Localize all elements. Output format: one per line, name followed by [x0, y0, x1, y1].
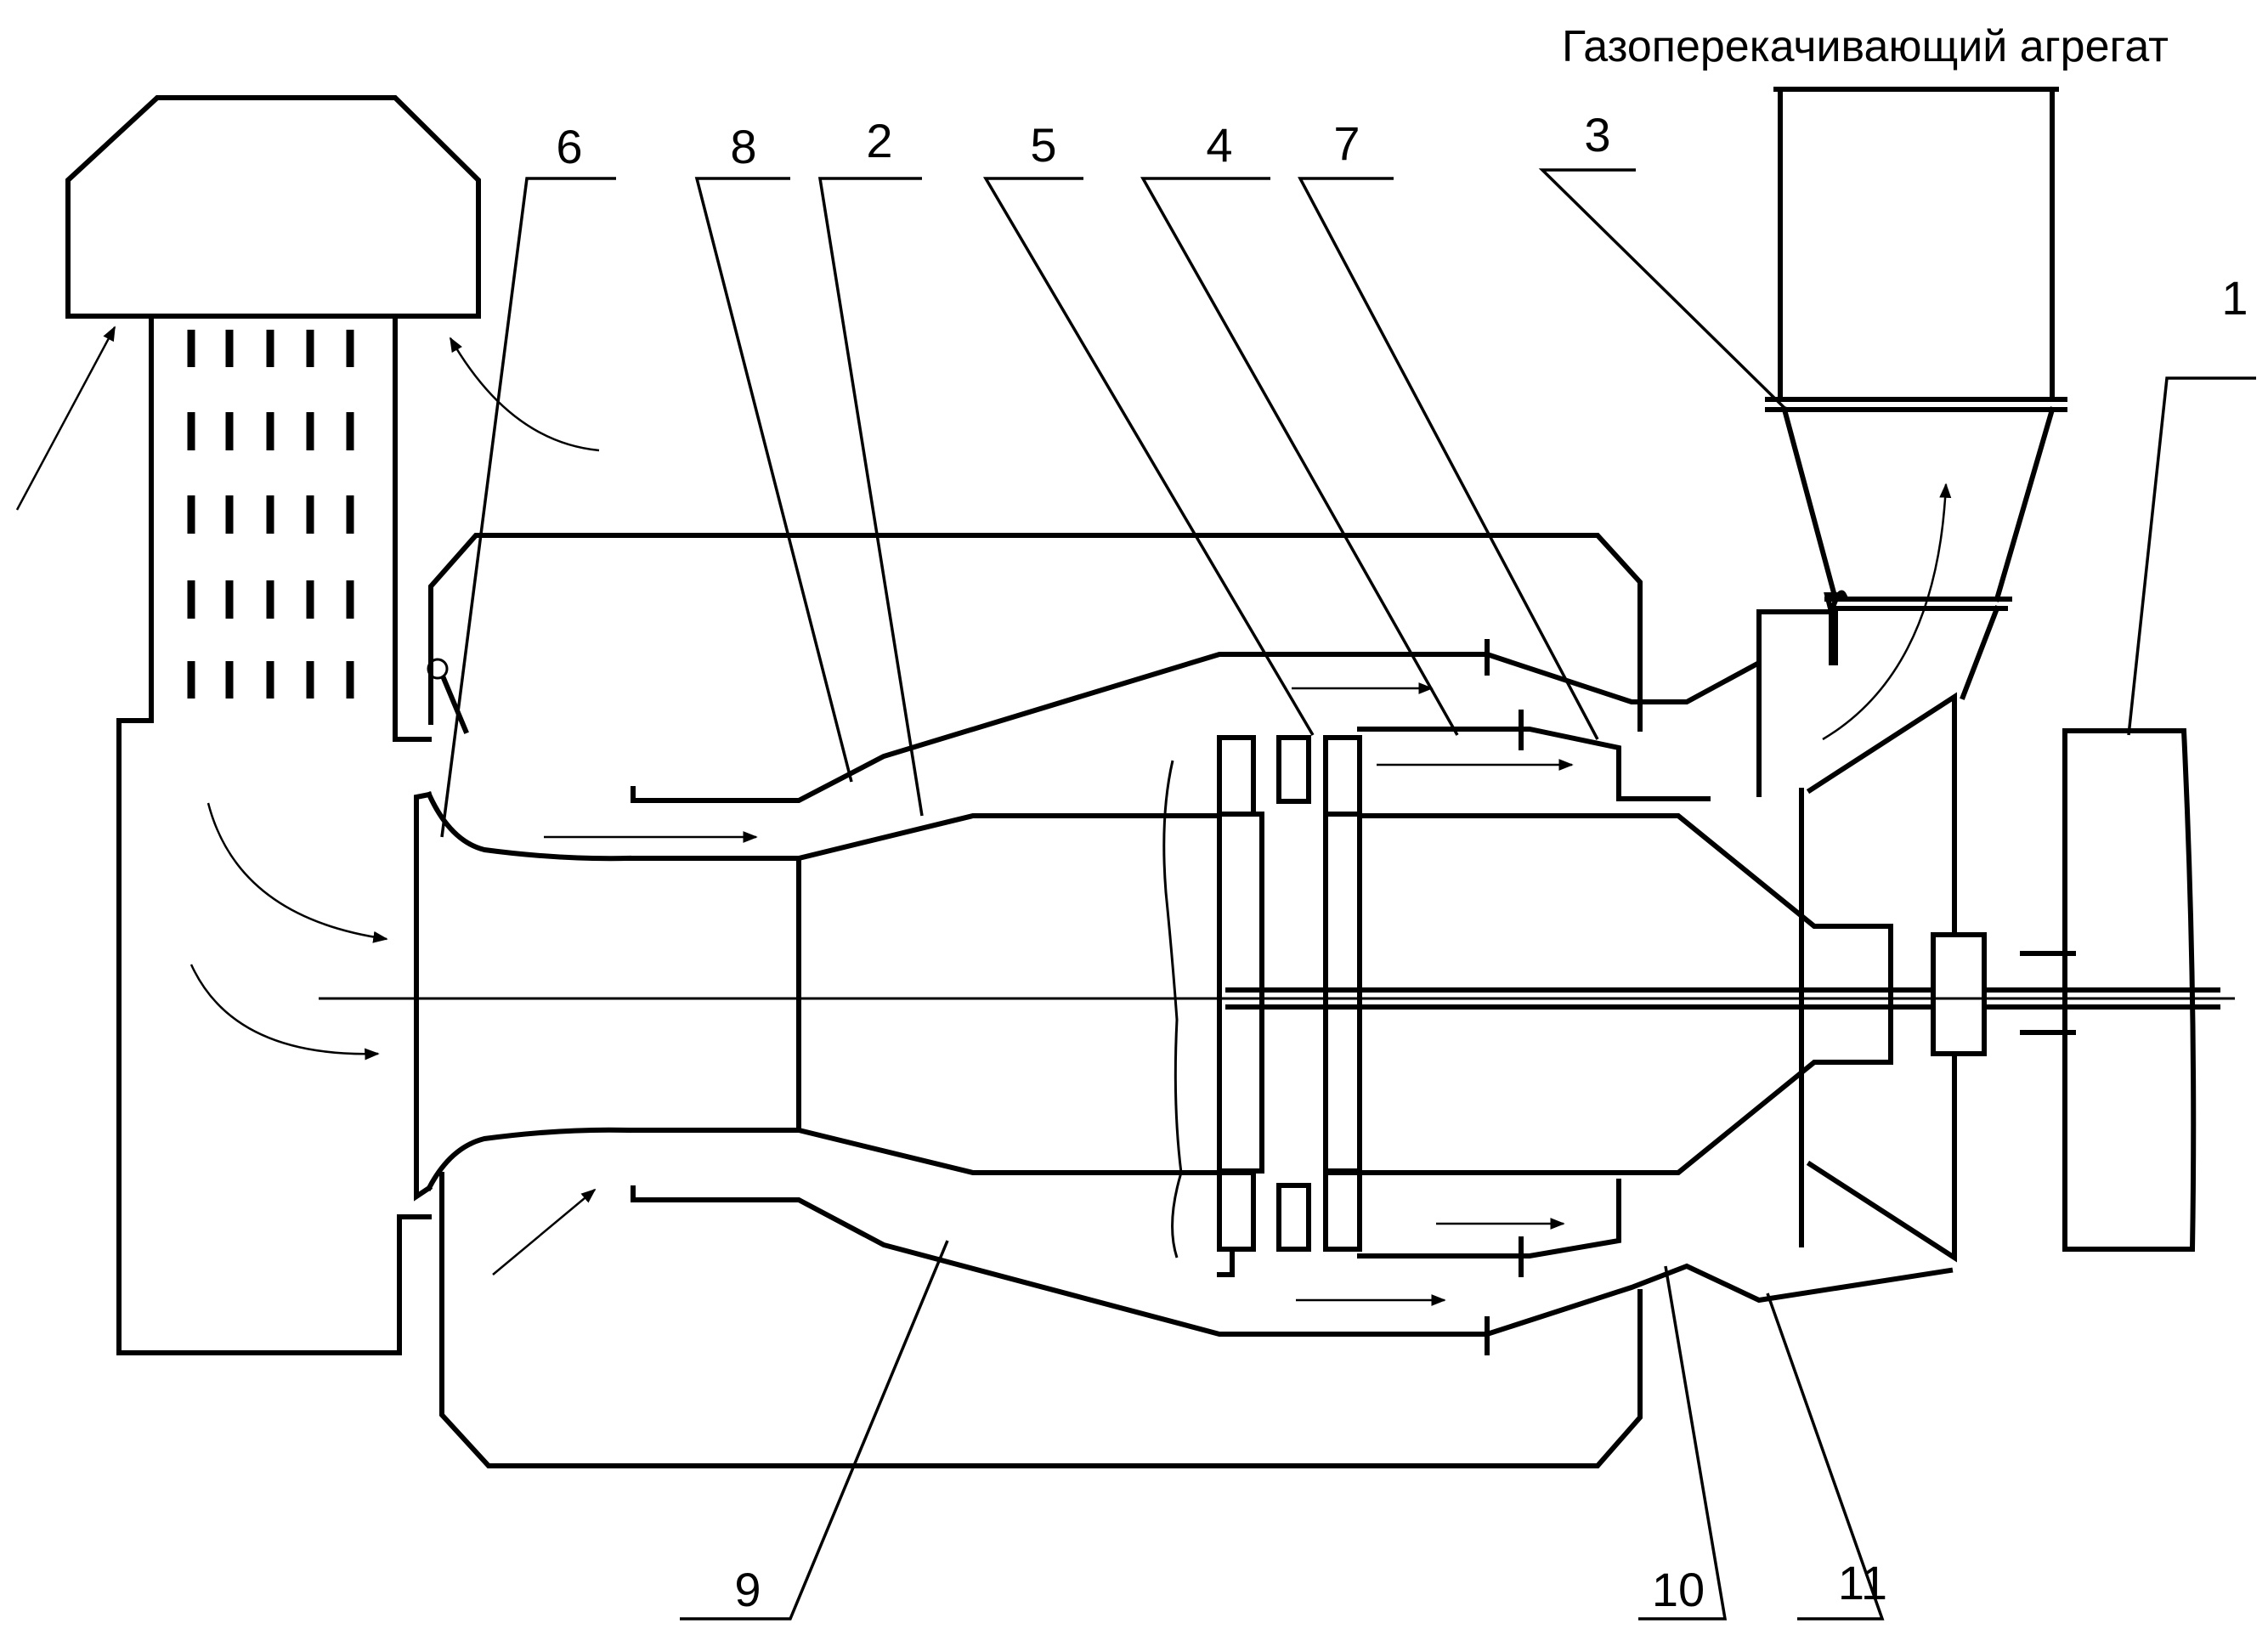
intake-cap: [68, 98, 478, 316]
label-5: 5: [1030, 118, 1056, 172]
label-9: 9: [734, 1563, 761, 1616]
label-11: 11: [1838, 1556, 1887, 1609]
diagram-title: Газоперекачивающий агрегат: [1562, 22, 2169, 71]
enclosure-bottom: [442, 1174, 1640, 1466]
label-6: 6: [556, 120, 582, 173]
enclosure-top: [431, 535, 1640, 729]
blade-top-2: [1279, 738, 1309, 801]
blade-bot-3: [1326, 1173, 1360, 1249]
intake-housing: [119, 319, 429, 1353]
blade-bot-2: [1279, 1185, 1309, 1249]
blade-bot-1: [1219, 1173, 1253, 1249]
blade-top-3: [1326, 738, 1360, 814]
coupling: [1933, 935, 1984, 1054]
label-4: 4: [1206, 118, 1232, 172]
blade-top-1: [1219, 738, 1253, 814]
label-2: 2: [866, 114, 892, 167]
label-3: 3: [1584, 108, 1610, 161]
label-7: 7: [1333, 116, 1360, 170]
turbine-casing-top: [1360, 816, 1891, 1058]
filter-slots: [191, 330, 350, 699]
label-1: 1: [2221, 271, 2248, 325]
label-8: 8: [730, 120, 756, 173]
casing-lower: [1487, 1266, 1950, 1334]
turbine-casing-bot: [1360, 1062, 1891, 1173]
exhaust-flanges: [1759, 663, 1801, 1245]
exhaust-stack: [1767, 89, 2065, 697]
nozzle-lower: [1360, 1181, 1619, 1256]
bellmouth-inlet: [416, 795, 799, 1196]
label-10: 10: [1652, 1563, 1705, 1616]
break-line: [1164, 761, 1181, 1258]
